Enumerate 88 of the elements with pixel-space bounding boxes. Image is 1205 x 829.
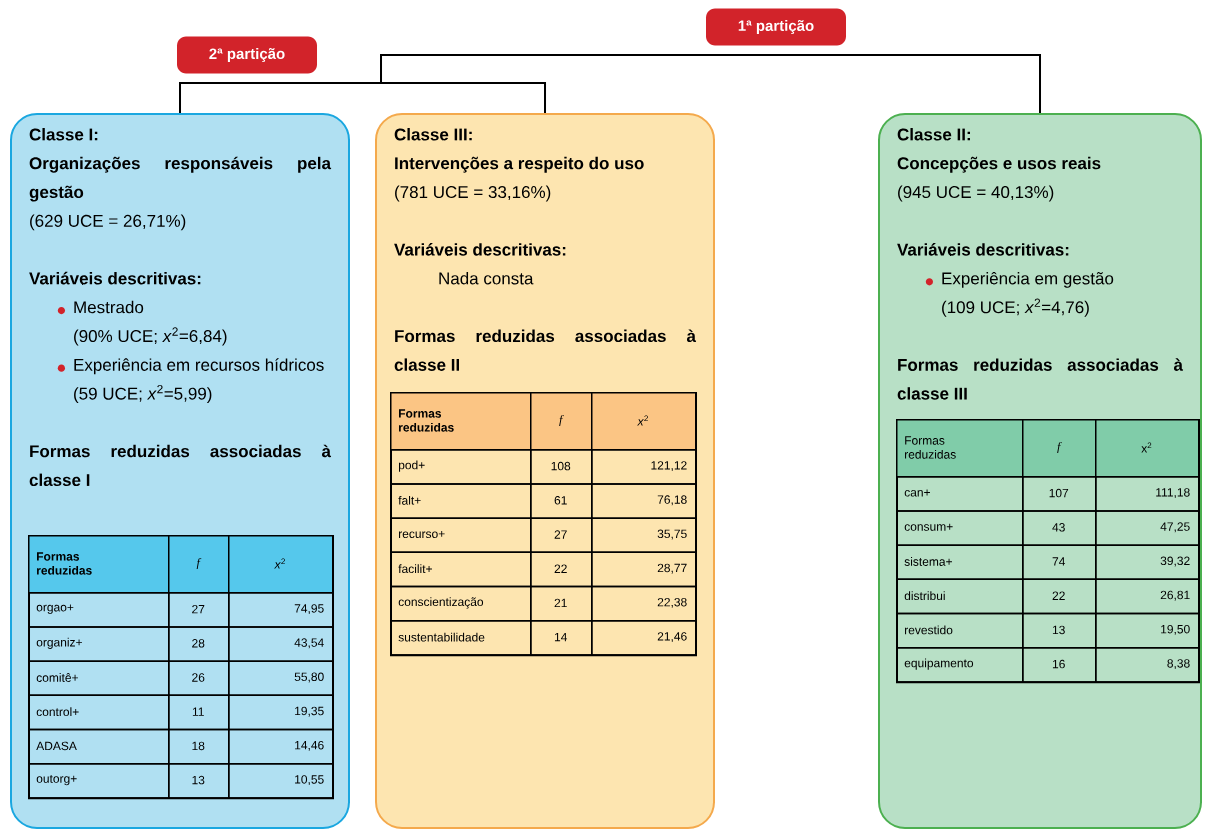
heading-text: Intervenções a respeito do uso: [395, 156, 644, 173]
table-cell: 43: [1022, 510, 1097, 546]
table-header-cell: x$^{2}$: [591, 392, 697, 451]
table-cell: can+: [896, 476, 1024, 512]
table-cell: outorg+: [28, 763, 170, 799]
table-cell: 74,95: [228, 592, 334, 628]
table-cell: 21,46: [591, 620, 697, 656]
table-cell: 26: [168, 660, 230, 697]
heading-text: Variáveis descritivas:: [29, 271, 201, 285]
heading-text: Concepções e usos reais: [897, 156, 1101, 173]
table-cell: 28: [168, 626, 230, 662]
table-cell: 8,38: [1095, 647, 1200, 683]
table-cell: 14,46: [228, 728, 334, 765]
table-cell: 11: [168, 694, 230, 731]
heading-text: Organizações responsáveis pela gestão: [29, 156, 332, 202]
list-item: Experiência em gestão: [942, 271, 1114, 288]
table-cell: 121,12: [591, 449, 697, 485]
heading-text: Variáveis descritivas:: [394, 243, 566, 256]
table-header-cell: f: [1022, 419, 1097, 478]
table-cell: organiz+: [28, 626, 170, 662]
table-cell: consum+: [896, 510, 1024, 546]
table-cell: falt+: [390, 483, 532, 519]
table-cell: distribui: [896, 578, 1024, 615]
heading-text: Formas reduzidas associadas à classe III: [897, 358, 1184, 400]
table-header-cell: Formas reduzidas: [896, 419, 1024, 478]
table-cell: 55,80: [228, 660, 334, 697]
table-cell: recurso+: [390, 517, 532, 554]
heading-text: Formas reduzidas associadas à classe I: [29, 444, 332, 487]
table-cell: facilit+: [390, 551, 532, 588]
table-cell: 47,25: [1095, 510, 1200, 546]
table-header-cell: f: [530, 392, 593, 451]
table-cell: 21: [530, 585, 593, 622]
table-cell: comitê+: [28, 660, 170, 697]
class-box: [10, 113, 350, 829]
table-cell: 39,32: [1095, 544, 1200, 581]
table-cell: 74: [1022, 544, 1097, 581]
body-text: (90% UCE; x$^{2}$=6,84): [74, 327, 227, 346]
partition-badge: 2ª partição: [177, 36, 317, 74]
table-cell: 27: [530, 517, 593, 554]
table-cell: 13: [1022, 612, 1097, 649]
table-cell: 43,54: [228, 626, 334, 662]
table-cell: revestido: [896, 612, 1024, 649]
table-cell: conscientização: [390, 585, 532, 622]
body-text: Nada consta: [439, 272, 534, 285]
body-text: (945 UCE = 40,13%): [898, 185, 1054, 202]
table-cell: 22: [530, 551, 593, 588]
heading-text: Formas reduzidas associadas à classe II: [394, 329, 697, 371]
body-text: (59 UCE; x$^{2}$=5,99): [74, 384, 212, 404]
table-cell: 35,75: [591, 517, 697, 554]
table-cell: sustentabilidade: [390, 620, 532, 656]
table-cell: 10,55: [228, 763, 334, 799]
heading-text: Classe II:: [897, 128, 970, 141]
table-cell: orgao+: [28, 592, 170, 628]
table-cell: 22,38: [591, 585, 697, 622]
table-header-cell: x$^{2}$: [1095, 419, 1200, 478]
table-cell: 76,18: [591, 483, 697, 519]
list-item: Mestrado: [74, 300, 144, 314]
body-text: (781 UCE = 33,16%): [395, 185, 551, 202]
body-text: (109 UCE; x$^{2}$=4,76): [942, 298, 1089, 317]
table-cell: control+: [28, 694, 170, 731]
table-cell: 61: [530, 483, 593, 519]
table-cell: 18: [168, 728, 230, 765]
body-text: (629 UCE = 26,71%): [30, 214, 186, 231]
table-cell: 107: [1022, 476, 1097, 512]
table-header-cell: x$^{2}$: [228, 535, 334, 594]
table-header-cell: f: [168, 535, 230, 594]
table-cell: 22: [1022, 578, 1097, 615]
table-cell: 13: [168, 763, 230, 799]
partition-badge: 1ª partição: [706, 8, 846, 46]
class-box: [878, 113, 1202, 829]
table-cell: 14: [530, 620, 593, 656]
heading-text: Classe I:: [29, 128, 98, 141]
table-cell: 27: [168, 592, 230, 628]
table-cell: 111,18: [1095, 476, 1200, 512]
table-cell: 28,77: [591, 551, 697, 588]
heading-text: Classe III:: [394, 128, 472, 141]
table-cell: 19,35: [228, 694, 334, 731]
table-cell: ADASA: [28, 728, 170, 765]
table-cell: 26,81: [1095, 578, 1200, 615]
table-cell: pod+: [390, 449, 532, 485]
table-cell: equipamento: [896, 647, 1024, 683]
heading-text: Variáveis descritivas:: [897, 243, 1069, 256]
table-cell: sistema+: [896, 544, 1024, 581]
list-item: Experiência em recursos hídricos: [74, 358, 324, 375]
class-box: [375, 113, 715, 829]
table-cell: 16: [1022, 647, 1097, 683]
table-cell: 108: [530, 449, 593, 485]
table-cell: 19,50: [1095, 612, 1200, 649]
